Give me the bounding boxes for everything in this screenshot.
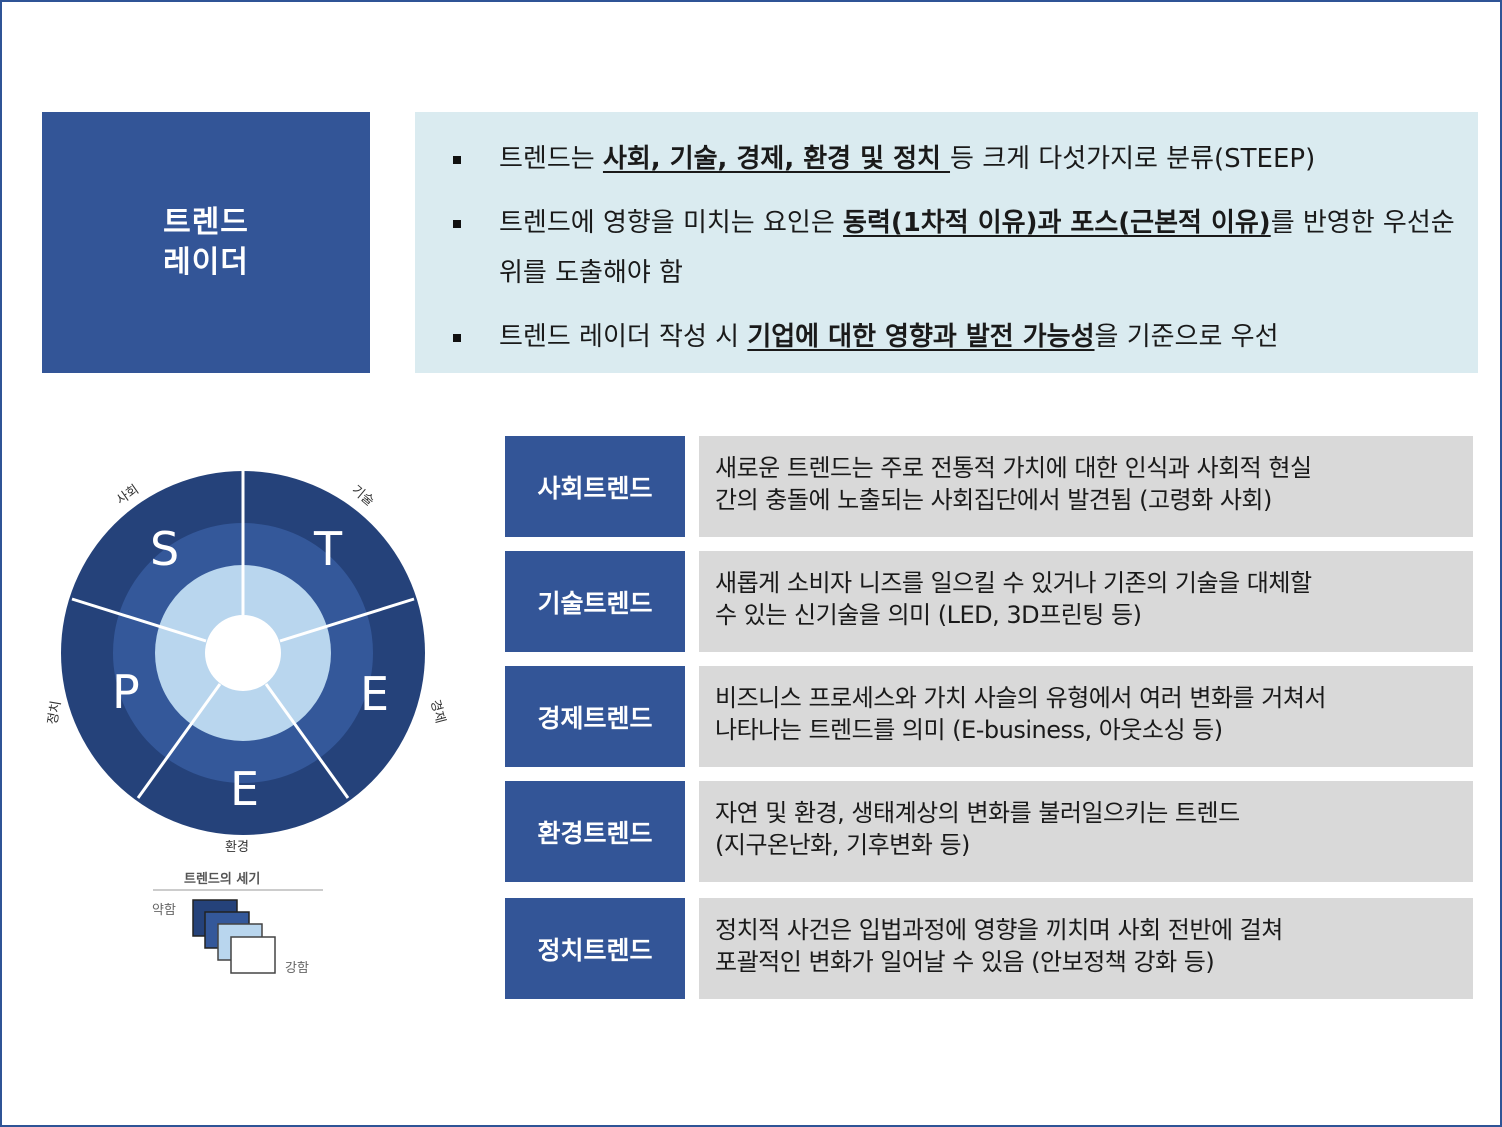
summary-bullet-3: 트렌드 레이더 작성 시 기업에 대한 영향과 발전 가능성을 기준으로 우선 [449, 312, 1458, 362]
page-title: 트렌드 레이더 [42, 112, 370, 373]
trend-row-economy: 경제트렌드 비즈니스 프로세스와 가치 사슬의 유형에서 여러 변화를 거쳐서 … [505, 666, 1473, 767]
trend-description: 정치적 사건은 입법과정에 영향을 끼치며 사회 전반에 걸쳐 포괄적인 변화가… [699, 898, 1473, 999]
svg-text:E: E [230, 762, 259, 816]
title-line-2: 레이더 [163, 244, 249, 280]
trend-label: 사회트렌드 [505, 436, 685, 537]
trend-label: 경제트렌드 [505, 666, 685, 767]
title-line-1: 트렌드 [163, 204, 249, 240]
svg-text:P: P [112, 665, 140, 719]
trend-row-environment: 환경트렌드 자연 및 환경, 생태계상의 변화를 불러일으키는 트렌드 (지구온… [505, 781, 1473, 882]
svg-text:T: T [313, 522, 343, 576]
steep-diagram: S T E E P 사회 기술 경제 환경 정치 트렌드의 세기 약함 강함 [40, 440, 460, 1000]
summary-panel: 트렌드는 사회, 기술, 경제, 환경 및 정치 등 크게 다섯가지로 분류(S… [415, 112, 1478, 373]
emphasis: 동력(1차적 이유)과 포스(근본적 이유) [843, 208, 1271, 238]
svg-text:환경: 환경 [225, 840, 249, 855]
summary-bullet-1: 트렌드는 사회, 기술, 경제, 환경 및 정치 등 크게 다섯가지로 분류(S… [449, 134, 1458, 184]
svg-text:경제: 경제 [427, 698, 448, 725]
svg-text:E: E [360, 667, 389, 721]
svg-text:기술: 기술 [348, 483, 376, 510]
bullet-square-icon [453, 220, 461, 228]
trend-description: 새로운 트렌드는 주로 전통적 가치에 대한 인식과 사회적 현실 간의 충돌에… [699, 436, 1473, 537]
trend-label: 정치트렌드 [505, 898, 685, 999]
summary-bullet-2: 트렌드에 영향을 미치는 요인은 동력(1차적 이유)과 포스(근본적 이유)를… [449, 198, 1458, 298]
svg-text:약함: 약함 [152, 903, 176, 918]
trend-description: 자연 및 환경, 생태계상의 변화를 불러일으키는 트렌드 (지구온난화, 기후… [699, 781, 1473, 882]
trend-label: 기술트렌드 [505, 551, 685, 652]
trend-description: 새롭게 소비자 니즈를 일으킬 수 있거나 기존의 기술을 대체할 수 있는 신… [699, 551, 1473, 652]
svg-text:S: S [150, 522, 179, 576]
emphasis: 사회, 기술, 경제, 환경 및 정치 [602, 144, 951, 174]
svg-text:정치: 정치 [45, 700, 64, 726]
trend-row-technology: 기술트렌드 새롭게 소비자 니즈를 일으킬 수 있거나 기존의 기술을 대체할 … [505, 551, 1473, 652]
svg-text:트렌드의 세기: 트렌드의 세기 [184, 871, 260, 887]
emphasis: 기업에 대한 영향과 발전 가능성 [747, 322, 1095, 352]
svg-text:사회: 사회 [114, 482, 142, 508]
trend-description: 비즈니스 프로세스와 가치 사슬의 유형에서 여러 변화를 거쳐서 나타나는 트… [699, 666, 1473, 767]
bullet-square-icon [453, 334, 461, 342]
steep-wheel-icon: S T E E P 사회 기술 경제 환경 정치 트렌드의 세기 약함 강함 [45, 470, 448, 976]
bullet-square-icon [453, 156, 461, 164]
svg-text:강함: 강함 [285, 961, 309, 976]
trend-row-social: 사회트렌드 새로운 트렌드는 주로 전통적 가치에 대한 인식과 사회적 현실 … [505, 436, 1473, 537]
trend-row-politics: 정치트렌드 정치적 사건은 입법과정에 영향을 끼치며 사회 전반에 걸쳐 포괄… [505, 898, 1473, 999]
trend-label: 환경트렌드 [505, 781, 685, 882]
